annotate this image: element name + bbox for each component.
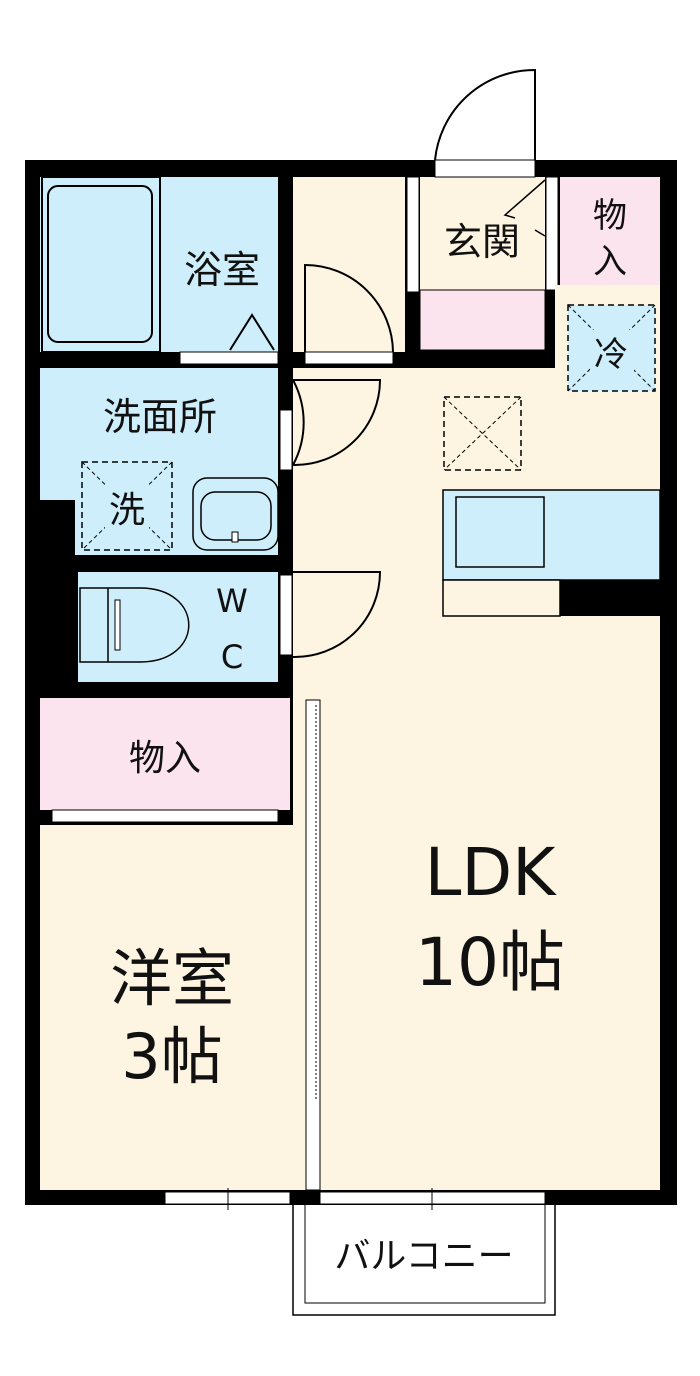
wc-door-swing bbox=[292, 571, 382, 659]
bath-door-opening bbox=[179, 351, 279, 365]
shoe-storage bbox=[419, 289, 546, 351]
storage-left-label: 物入 bbox=[129, 738, 201, 779]
wc-door-opening bbox=[279, 574, 293, 656]
washroom-label: 洗面所 bbox=[103, 395, 217, 439]
storage-top-label-2: 入 bbox=[593, 242, 627, 282]
kitchen-space bbox=[442, 579, 561, 617]
washroom-door-opening bbox=[279, 409, 293, 471]
fridge-cross bbox=[567, 304, 656, 392]
sliding-partition bbox=[305, 699, 321, 1191]
storage-left bbox=[40, 698, 290, 810]
ldk-label: LDK bbox=[425, 834, 558, 911]
wc-label-c: C bbox=[221, 638, 243, 676]
toilet bbox=[79, 587, 190, 663]
kitchen-sink bbox=[455, 496, 545, 568]
entrance-side-wall-right bbox=[545, 176, 559, 291]
entrance-side-wall bbox=[406, 176, 420, 293]
western-room bbox=[40, 825, 305, 1190]
faucet bbox=[231, 531, 239, 543]
entrance bbox=[420, 177, 545, 290]
wc-label-w: W bbox=[216, 582, 248, 620]
balcony-outline bbox=[292, 1205, 556, 1316]
ldk-size: 10帖 bbox=[415, 924, 565, 1001]
storage-top bbox=[560, 177, 660, 285]
storage-door-swing bbox=[503, 179, 546, 237]
western-room-label: 洋室 bbox=[110, 942, 234, 1015]
bathtub bbox=[47, 185, 153, 343]
closet-door bbox=[51, 809, 279, 823]
washer-space bbox=[81, 461, 173, 551]
bath-folding-door bbox=[229, 313, 275, 351]
range-hood-cross bbox=[443, 396, 522, 471]
western-room-size: 3帖 bbox=[121, 1020, 222, 1093]
range-hood bbox=[443, 396, 522, 471]
washroom-door-swing bbox=[292, 379, 305, 466]
washer-label: 洗 bbox=[109, 490, 145, 531]
storage-top-label-1: 物 bbox=[593, 196, 627, 236]
hall-door-swing bbox=[304, 263, 394, 353]
entrance-label: 玄関 bbox=[444, 220, 520, 264]
entrance-door-frame bbox=[434, 159, 536, 178]
fridge-label: 冷 bbox=[594, 335, 628, 375]
washer-label-bg bbox=[105, 480, 149, 530]
toilet-lever bbox=[114, 599, 121, 651]
entrance-door-swing bbox=[434, 68, 536, 161]
washbasin bbox=[192, 477, 279, 551]
balcony-label: バルコニー bbox=[334, 1236, 513, 1277]
fridge-label-bg bbox=[590, 330, 634, 372]
washroom-door-leaf bbox=[292, 379, 382, 467]
wall-block bbox=[25, 500, 75, 690]
hall-door-opening bbox=[304, 351, 394, 365]
bathroom-label: 浴室 bbox=[184, 248, 260, 292]
balcony-inner bbox=[304, 1205, 546, 1304]
kitchen-wall bbox=[560, 580, 660, 616]
